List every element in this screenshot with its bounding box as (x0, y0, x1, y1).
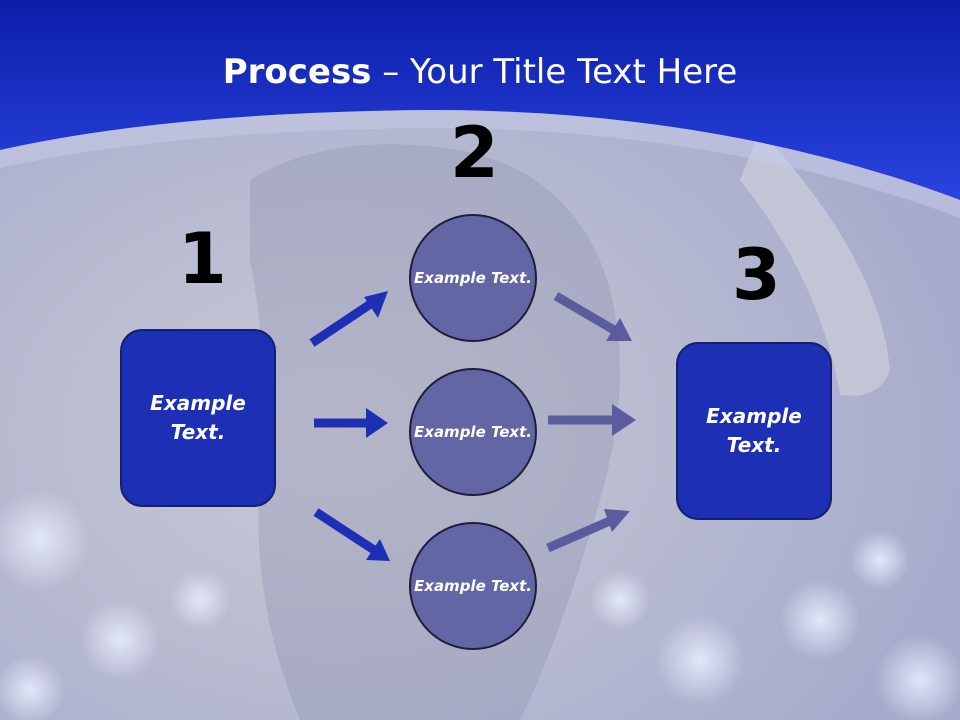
step-1-box: Example Text. (120, 329, 276, 507)
left-arrows (309, 291, 390, 561)
arrow-box1-to-circle-bottom (313, 508, 390, 561)
step-3-box-text: Example Text. (706, 404, 802, 457)
step-3-box: Example Text. (676, 342, 832, 520)
slide-title: Process – Your Title Text Here (0, 52, 960, 92)
step-2-circle-top-text: Example Text. (414, 268, 532, 287)
step-number-1: 1 (178, 218, 227, 300)
step-2-circle-middle: Example Text. (409, 368, 537, 496)
right-arrows (546, 292, 636, 553)
step-2-circle-bottom-text: Example Text. (414, 576, 532, 595)
arrow-box1-to-circle-middle (314, 408, 388, 438)
step-number-2: 2 (450, 112, 499, 194)
step-number-3: 3 (732, 234, 781, 316)
title-bold: Process (222, 52, 372, 92)
step-2-circle-bottom: Example Text. (409, 522, 537, 650)
step-1-box-text: Example Text. (150, 391, 246, 444)
title-rest: – Your Title Text Here (371, 52, 738, 92)
arrow-circle-middle-to-box3 (548, 404, 636, 436)
step-2-circle-middle-text: Example Text. (414, 422, 532, 441)
arrow-box1-to-circle-top (309, 291, 388, 347)
arrow-circle-top-to-box3 (553, 292, 632, 341)
step-2-circle-top: Example Text. (409, 214, 537, 342)
arrow-circle-bottom-to-box3 (546, 509, 630, 553)
